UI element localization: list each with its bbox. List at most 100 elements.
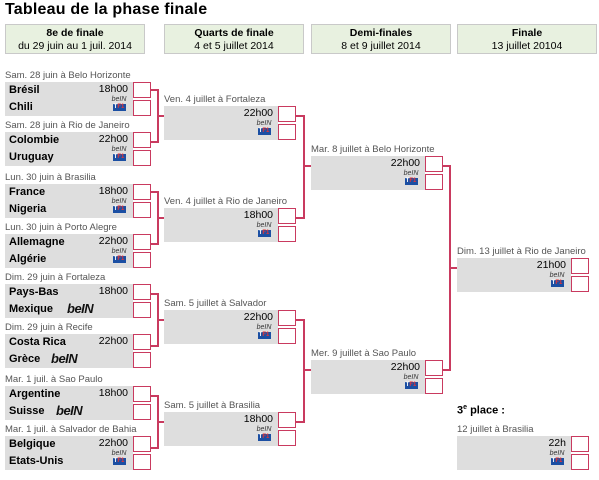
page-title: Tableau de la phase finale bbox=[5, 1, 208, 18]
score-box bbox=[133, 184, 151, 200]
score-box bbox=[425, 378, 443, 394]
score-box bbox=[133, 352, 151, 368]
team-name: Etats-Unis bbox=[9, 455, 64, 467]
score-box bbox=[278, 208, 296, 224]
match-label: Mer. 9 juillet à Sao Paulo bbox=[311, 348, 417, 359]
match-label: Ven. 4 juillet à Fortaleza bbox=[164, 94, 266, 105]
kickoff-time: 18h00 bbox=[98, 387, 128, 399]
bein-logo-icon: beIN bbox=[51, 351, 78, 366]
score-box bbox=[278, 328, 296, 344]
match-label: Mar. 1 juil. à Sao Paulo bbox=[5, 374, 103, 385]
score-box bbox=[133, 436, 151, 452]
header-final: Finale 13 juillet 20104 bbox=[457, 24, 597, 54]
team-name: Costa Rica bbox=[9, 336, 66, 348]
match-box: Pays-Bas Mexique 18h00 beIN bbox=[5, 284, 133, 318]
score-box bbox=[133, 100, 151, 116]
team-name: Nigeria bbox=[9, 203, 47, 215]
score-box bbox=[133, 334, 151, 350]
match-box: Costa Rica Grèce 22h00 beIN bbox=[5, 334, 133, 368]
match-label: Dim. 29 juin à Fortaleza bbox=[5, 272, 106, 283]
match-box: Argentine Suisse 18h00 beIN bbox=[5, 386, 133, 420]
match-r16-1: Sam. 28 juin à Belo Horizonte Brésil Chi… bbox=[5, 70, 155, 116]
score-box bbox=[425, 156, 443, 172]
team-name: Grèce bbox=[9, 353, 41, 365]
score-box bbox=[571, 454, 589, 470]
match-label: Lun. 30 juin à Porto Alegre bbox=[5, 222, 117, 233]
kickoff-time: 22h bbox=[548, 437, 566, 449]
score-box bbox=[133, 150, 151, 166]
score-box bbox=[571, 276, 589, 292]
team-name: Suisse bbox=[9, 405, 45, 417]
team-name: Mexique bbox=[9, 303, 54, 315]
score-box bbox=[133, 302, 151, 318]
score-box bbox=[133, 132, 151, 148]
team-name: Chili bbox=[9, 101, 33, 113]
match-final: Dim. 13 juillet à Rio de Janeiro 21h00 b… bbox=[457, 246, 599, 292]
match-label: Sam. 5 juillet à Brasilia bbox=[164, 400, 261, 411]
match-label: Ven. 4 juillet à Rio de Janeiro bbox=[164, 196, 288, 207]
score-box bbox=[571, 258, 589, 274]
match-label: Dim. 13 juillet à Rio de Janeiro bbox=[457, 246, 586, 257]
team-name: Uruguay bbox=[9, 151, 54, 163]
header-dates: du 29 juin au 1 juil. 2014 bbox=[18, 40, 132, 52]
third-place-title: 3e place : bbox=[457, 404, 505, 417]
match-qf-2: Ven. 4 juillet à Rio de Janeiro 18h00 be… bbox=[164, 196, 314, 242]
score-box bbox=[425, 360, 443, 376]
match-label: Mar. 1 juil. à Salvador de Bahia bbox=[5, 424, 137, 435]
kickoff-time: 22h00 bbox=[243, 311, 273, 323]
score-box bbox=[133, 454, 151, 470]
match-r16-2: Sam. 28 juin à Rio de Janeiro Colombie U… bbox=[5, 120, 155, 166]
score-box bbox=[133, 386, 151, 402]
kickoff-time: 22h00 bbox=[98, 235, 128, 247]
match-sf-1: Mar. 8 juillet à Belo Horizonte 22h00 be… bbox=[311, 144, 461, 190]
score-box bbox=[278, 430, 296, 446]
header-title: Quarts de finale bbox=[194, 27, 274, 39]
kickoff-time: 18h00 bbox=[98, 285, 128, 297]
score-box bbox=[278, 310, 296, 326]
team-name: Pays-Bas bbox=[9, 286, 59, 298]
team-name: Algérie bbox=[9, 253, 47, 265]
header-title: Demi-finales bbox=[349, 27, 413, 39]
match-r16-3: Lun. 30 juin à Brasilia France Nigeria 1… bbox=[5, 172, 155, 218]
match-label: Sam. 28 juin à Belo Horizonte bbox=[5, 70, 131, 81]
score-box bbox=[133, 234, 151, 250]
header-dates: 8 et 9 juillet 2014 bbox=[341, 40, 421, 52]
score-box bbox=[133, 82, 151, 98]
score-box bbox=[133, 252, 151, 268]
team-name: Argentine bbox=[9, 388, 61, 400]
bracket-connector bbox=[442, 165, 457, 371]
header-title: Finale bbox=[511, 27, 543, 39]
team-name: Colombie bbox=[9, 134, 60, 146]
match-label: Sam. 28 juin à Rio de Janeiro bbox=[5, 120, 130, 131]
header-quarter-finals: Quarts de finale 4 et 5 juillet 2014 bbox=[164, 24, 304, 54]
score-box bbox=[425, 174, 443, 190]
kickoff-time: 18h00 bbox=[243, 209, 273, 221]
match-r16-5: Dim. 29 juin à Fortaleza Pays-Bas Mexiqu… bbox=[5, 272, 155, 318]
kickoff-time: 22h00 bbox=[98, 133, 128, 145]
score-box bbox=[571, 436, 589, 452]
match-label: Lun. 30 juin à Brasilia bbox=[5, 172, 96, 183]
score-box bbox=[133, 202, 151, 218]
match-label: Sam. 5 juillet à Salvador bbox=[164, 298, 267, 309]
